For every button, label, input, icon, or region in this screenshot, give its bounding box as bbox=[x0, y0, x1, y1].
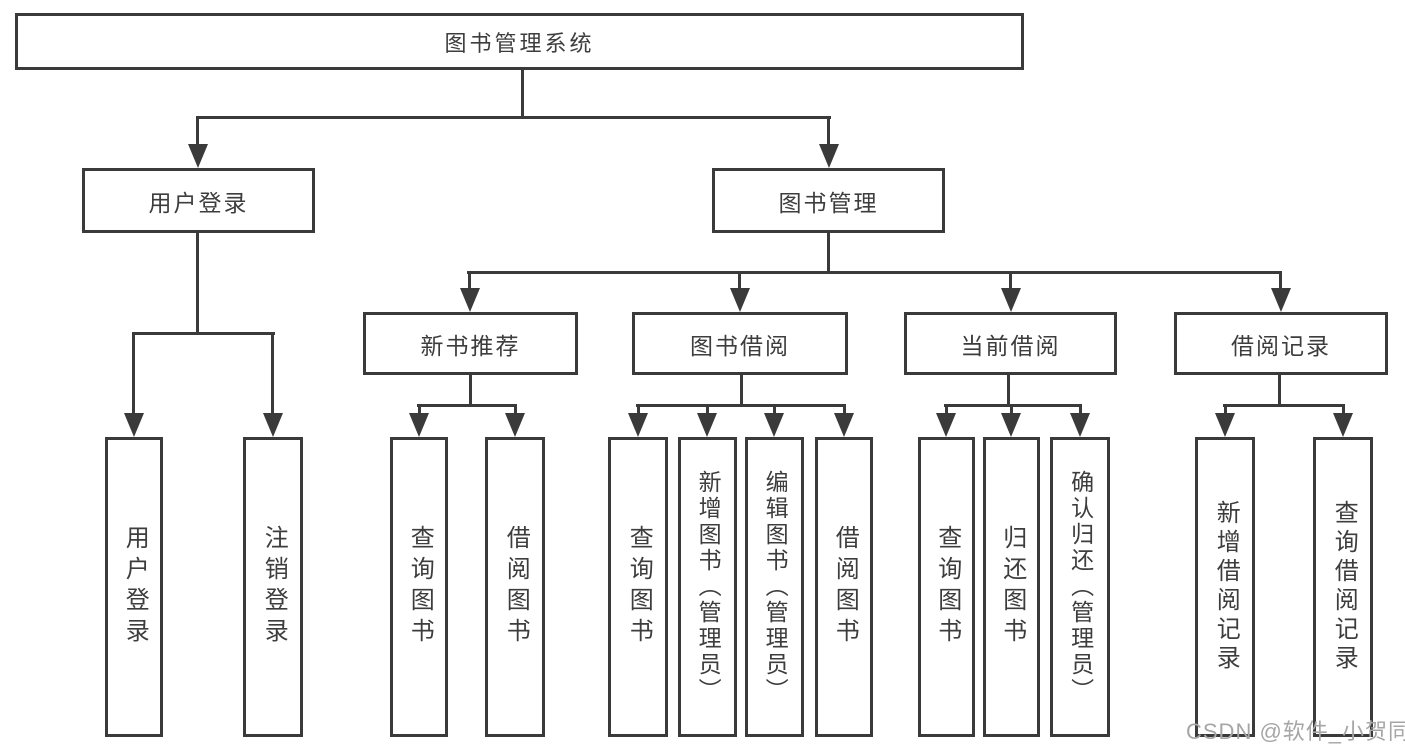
node-borrow-records-label: 借阅记录 bbox=[1231, 332, 1331, 359]
connector-bb-branch bbox=[636, 404, 846, 407]
arrow-down-icon bbox=[834, 413, 854, 437]
arrow-down-icon bbox=[697, 413, 717, 437]
connector-nb-stem bbox=[469, 373, 472, 407]
connector-cb-c3-drop bbox=[1079, 404, 1082, 416]
node-new-book-recommend: 新书推荐 bbox=[363, 312, 578, 375]
leaf-nb-query-books-label: 查询图书 bbox=[406, 525, 434, 649]
node-borrow-records: 借阅记录 bbox=[1174, 312, 1388, 375]
connector-borrow-records-drop bbox=[1279, 271, 1282, 291]
leaf-br-query-record-label: 查询借阅记录 bbox=[1330, 500, 1358, 674]
leaf-cb-confirm-return-admin-label: 确认归还（管理员） bbox=[1067, 470, 1094, 704]
connector-root-stem bbox=[521, 68, 524, 119]
leaf-br-add-record: 新增借阅记录 bbox=[1195, 437, 1255, 737]
leaf-bb-query-books-label: 查询图书 bbox=[625, 525, 653, 649]
leaf-bb-edit-books-admin-label: 编辑图书（管理员） bbox=[762, 470, 789, 704]
leaf-nb-borrow-books: 借阅图书 bbox=[485, 437, 545, 737]
leaf-br-add-record-label: 新增借阅记录 bbox=[1212, 500, 1240, 674]
connector-nb-c2-drop bbox=[514, 404, 517, 416]
connector-bb-c4-drop bbox=[843, 404, 846, 416]
leaf-bb-query-books: 查询图书 bbox=[608, 437, 668, 737]
arrow-down-icon bbox=[764, 413, 784, 437]
node-user-login-label: 用户登录 bbox=[148, 189, 249, 216]
leaf-nb-query-books: 查询图书 bbox=[390, 437, 448, 737]
connector-nb-branch bbox=[417, 404, 517, 407]
arrow-down-icon bbox=[819, 144, 839, 168]
connector-bb-c1-drop bbox=[637, 404, 640, 416]
leaf-user-login-label: 用户登录 bbox=[121, 525, 149, 649]
connector-level3-branch bbox=[467, 271, 1282, 274]
leaf-bb-borrow-books: 借阅图书 bbox=[815, 437, 873, 737]
leaf-cb-return-books-label: 归还图书 bbox=[998, 525, 1026, 649]
connector-nb-c1-drop bbox=[418, 404, 421, 416]
connector-user-login-drop bbox=[196, 116, 199, 148]
node-book-management-label: 图书管理 bbox=[778, 189, 879, 216]
connector-cb-c1-drop bbox=[945, 404, 948, 416]
connector-login-drop bbox=[132, 332, 135, 416]
connector-new-books-drop bbox=[468, 271, 471, 291]
leaf-user-login: 用户登录 bbox=[105, 437, 163, 737]
csdn-watermark: CSDN @软件_小贺同学 bbox=[1186, 719, 1405, 744]
arrow-down-icon bbox=[124, 413, 144, 437]
connector-book-mgmt-stem bbox=[827, 231, 830, 274]
leaf-cb-query-books-label: 查询图书 bbox=[933, 525, 961, 649]
arrow-down-icon bbox=[505, 413, 525, 437]
root-label: 图书管理系统 bbox=[444, 30, 595, 56]
arrow-down-icon bbox=[1333, 413, 1353, 437]
node-new-book-recommend-label: 新书推荐 bbox=[420, 332, 521, 359]
connector-current-borrow-drop bbox=[1009, 271, 1012, 291]
connector-br-c2-drop bbox=[1342, 404, 1345, 416]
node-current-borrowing: 当前借阅 bbox=[904, 312, 1117, 375]
arrow-down-icon bbox=[1070, 413, 1090, 437]
leaf-cb-return-books: 归还图书 bbox=[983, 437, 1040, 737]
arrow-down-icon bbox=[409, 413, 429, 437]
connector-level2-branch bbox=[196, 116, 831, 119]
connector-bb-stem bbox=[740, 373, 743, 407]
arrow-down-icon bbox=[628, 413, 648, 437]
node-book-borrowing: 图书借阅 bbox=[632, 312, 848, 375]
connector-cb-stem bbox=[1007, 373, 1010, 407]
connector-logout-drop bbox=[271, 332, 274, 416]
connector-cb-branch bbox=[944, 404, 1082, 407]
connector-book-borrow-drop bbox=[738, 271, 741, 291]
leaf-cb-query-books: 查询图书 bbox=[918, 437, 975, 737]
arrow-down-icon bbox=[263, 413, 283, 437]
connector-br-branch bbox=[1223, 404, 1345, 407]
node-book-management: 图书管理 bbox=[712, 168, 945, 233]
node-user-login: 用户登录 bbox=[82, 168, 315, 233]
connector-user-login-stem bbox=[196, 231, 199, 335]
leaf-bb-add-books-admin-label: 新增图书（管理员） bbox=[695, 470, 722, 704]
leaf-bb-add-books-admin: 新增图书（管理员） bbox=[678, 437, 737, 737]
arrow-down-icon bbox=[936, 413, 956, 437]
connector-br-c1-drop bbox=[1224, 404, 1227, 416]
arrow-down-icon bbox=[1271, 288, 1291, 312]
leaf-cb-confirm-return-admin: 确认归还（管理员） bbox=[1050, 437, 1110, 737]
leaf-logout: 注销登录 bbox=[243, 437, 303, 737]
leaf-nb-borrow-books-label: 借阅图书 bbox=[502, 525, 530, 649]
node-root: 用户登录 图书管理系统 bbox=[15, 13, 1024, 70]
connector-br-stem bbox=[1278, 373, 1281, 407]
leaf-bb-edit-books-admin: 编辑图书（管理员） bbox=[745, 437, 804, 737]
leaf-bb-borrow-books-label: 借阅图书 bbox=[831, 525, 859, 649]
arrow-down-icon bbox=[1001, 413, 1021, 437]
arrow-down-icon bbox=[460, 288, 480, 312]
leaf-logout-label: 注销登录 bbox=[260, 525, 288, 649]
connector-book-mgmt-drop bbox=[827, 116, 830, 148]
arrow-down-icon bbox=[1001, 288, 1021, 312]
arrow-down-icon bbox=[1215, 413, 1235, 437]
node-book-borrowing-label: 图书借阅 bbox=[690, 332, 790, 359]
connector-user-login-branch bbox=[132, 332, 275, 335]
arrow-down-icon bbox=[730, 288, 750, 312]
node-current-borrowing-label: 当前借阅 bbox=[960, 332, 1061, 359]
connector-bb-c3-drop bbox=[773, 404, 776, 416]
connector-cb-c2-drop bbox=[1010, 404, 1013, 416]
connector-bb-c2-drop bbox=[706, 404, 709, 416]
leaf-br-query-record: 查询借阅记录 bbox=[1313, 437, 1373, 737]
arrow-down-icon bbox=[188, 144, 208, 168]
